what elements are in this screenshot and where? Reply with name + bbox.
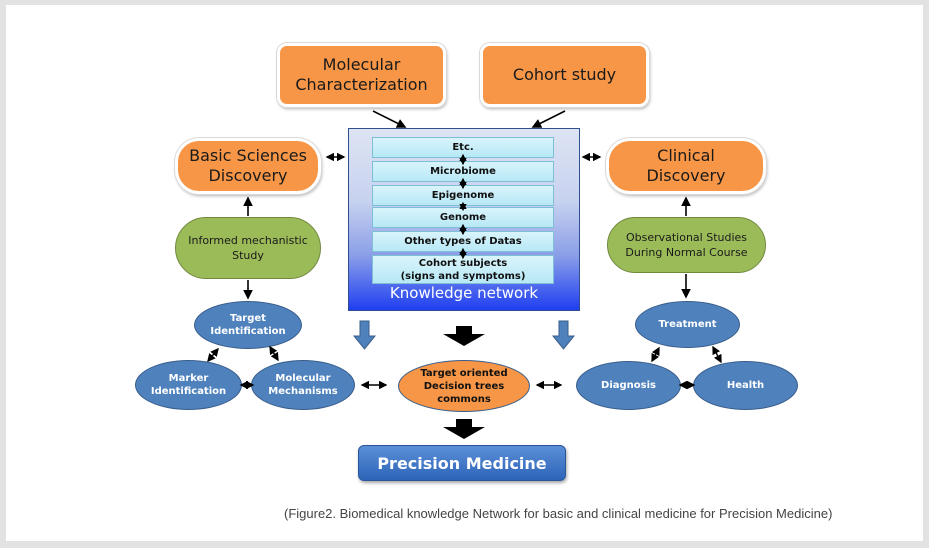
treatment-ellipse: Treatment	[635, 301, 740, 348]
box-line: Clinical	[657, 146, 715, 165]
informed-mechanistic-study-box: Informed mechanistic Study	[175, 217, 321, 279]
ellipse-line: Identification	[210, 326, 286, 337]
ellipse-label: Health	[726, 380, 765, 391]
ellipse-line: Identification	[150, 386, 227, 397]
layer-genome: Genome	[372, 207, 554, 228]
box-line: During Normal Course	[625, 246, 748, 259]
layer-epigenome: Epigenome	[372, 185, 554, 206]
molecular-characterization-box: Molecular Characterization	[277, 43, 446, 107]
precision-medicine-box: Precision Medicine	[358, 445, 566, 481]
box-line: Characterization	[295, 75, 428, 94]
layer-label: (signs and symptoms)	[400, 270, 526, 282]
ellipse-line: Target	[230, 313, 266, 324]
layer-microbiome: Microbiome	[372, 161, 554, 182]
ellipse-line: Decision trees	[423, 380, 505, 392]
box-line: Discovery	[646, 166, 726, 185]
box-line: Discovery	[208, 166, 288, 185]
ellipse-line: Target oriented	[420, 367, 508, 379]
molecular-mechanisms-ellipse: Molecular Mechanisms	[251, 360, 355, 410]
diagnosis-ellipse: Diagnosis	[576, 361, 681, 410]
ellipse-line: Molecular	[275, 373, 331, 384]
basic-sciences-discovery-box: Basic Sciences Discovery	[175, 138, 321, 194]
marker-identification-ellipse: Marker Identification	[135, 360, 242, 410]
layer-cohort-subjects: Cohort subjects (signs and symptoms)	[372, 255, 554, 284]
decision-trees-ellipse: Target oriented Decision trees commons	[398, 360, 530, 412]
target-identification-ellipse: Target Identification	[194, 301, 302, 349]
knowledge-network-label: Knowledge network	[389, 284, 539, 302]
box-line: Study	[232, 249, 264, 262]
precision-medicine-label: Precision Medicine	[377, 453, 547, 473]
observational-studies-box: Observational Studies During Normal Cour…	[607, 217, 766, 273]
layer-other-data: Other types of Datas	[372, 231, 554, 252]
ellipse-label: Diagnosis	[601, 380, 656, 391]
layer-label: Etc.	[452, 142, 474, 153]
layer-label: Epigenome	[431, 190, 495, 201]
box-label: Cohort study	[512, 65, 617, 84]
box-line: Molecular	[322, 55, 401, 74]
ellipse-label: Treatment	[658, 319, 717, 330]
layer-label: Cohort subjects	[418, 257, 508, 269]
box-line: Observational Studies	[625, 231, 748, 244]
ellipse-line: commons	[437, 393, 491, 405]
ellipse-line: Mechanisms	[268, 386, 338, 397]
layer-label: Genome	[439, 212, 487, 223]
ellipse-line: Marker	[168, 373, 209, 384]
clinical-discovery-box: Clinical Discovery	[606, 138, 766, 194]
layer-label: Other types of Datas	[404, 236, 522, 247]
health-ellipse: Health	[693, 361, 798, 410]
layer-label: Microbiome	[430, 166, 496, 177]
layer-etc: Etc.	[372, 137, 554, 158]
box-line: Basic Sciences	[189, 146, 307, 165]
cohort-study-box: Cohort study	[480, 43, 649, 107]
figure-caption: (Figure2. Biomedical knowledge Network f…	[284, 506, 833, 521]
box-line: Informed mechanistic	[188, 234, 308, 247]
